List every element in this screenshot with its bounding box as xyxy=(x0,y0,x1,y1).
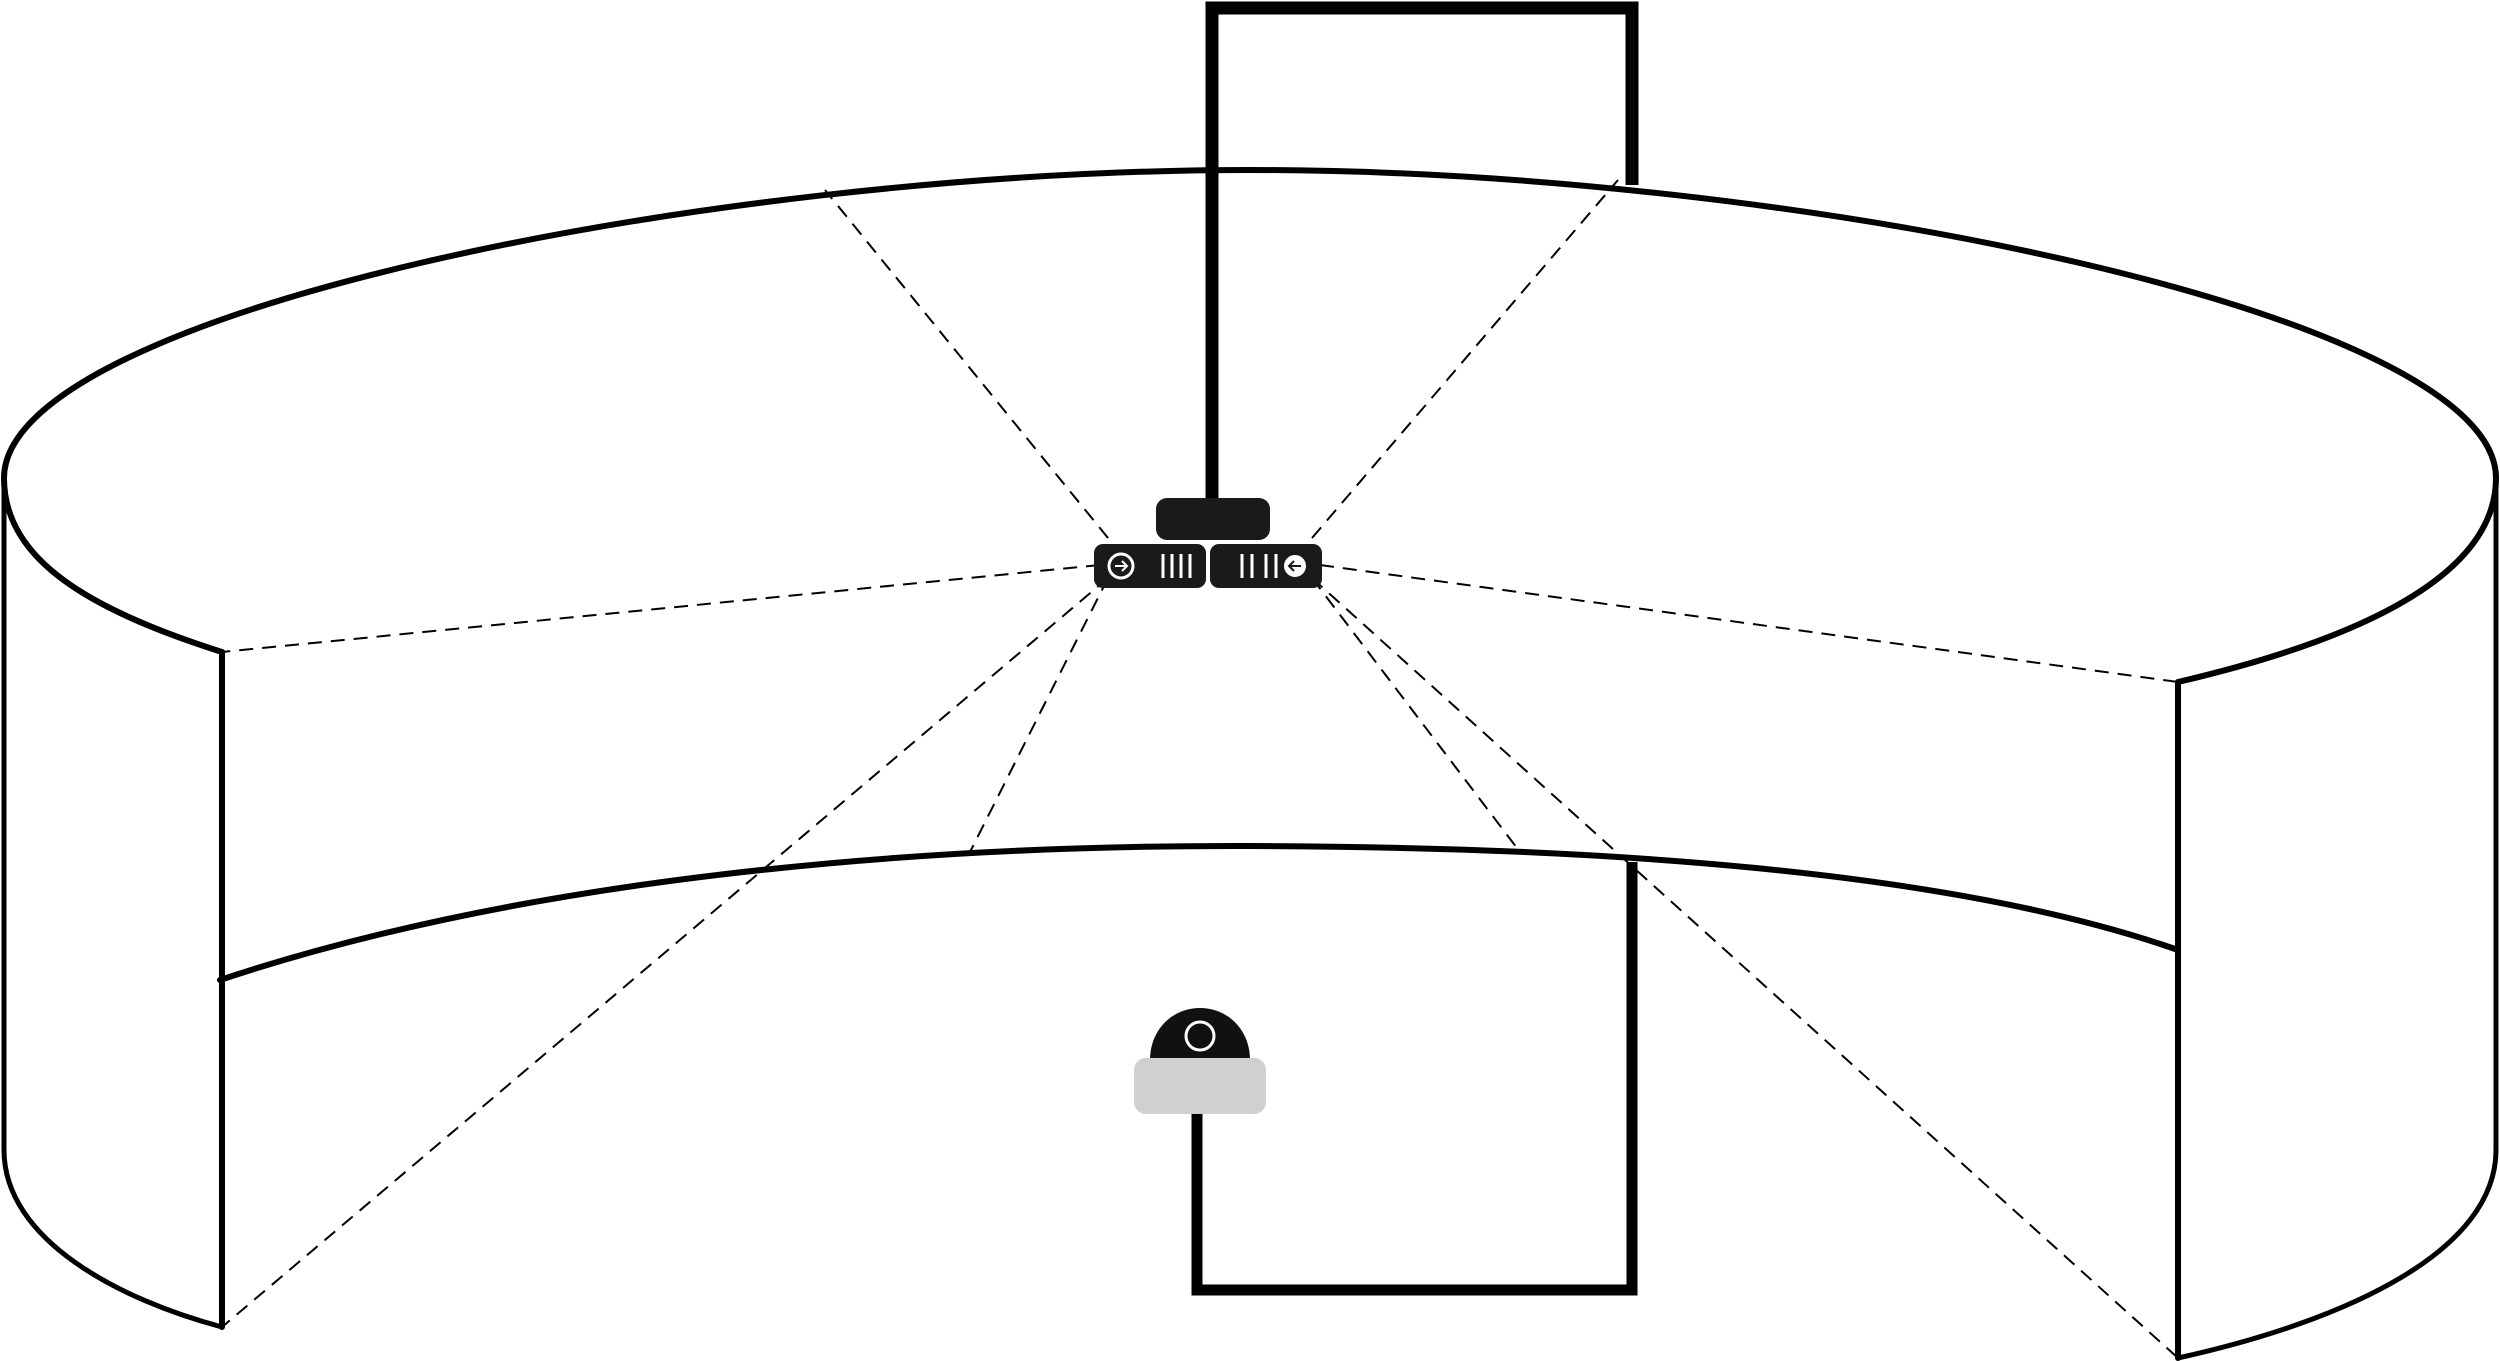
projector-mount-icon xyxy=(1156,498,1270,540)
cabling xyxy=(1191,1,1639,1296)
beam-right-to-back-right xyxy=(1311,179,1619,539)
projection-beams xyxy=(221,179,2179,1359)
beam-left-to-back-left xyxy=(824,189,1109,539)
screen-top-rim-right-front xyxy=(2175,475,2499,685)
projector-rig xyxy=(1094,498,1322,588)
screen-inner-bottom-edge xyxy=(217,842,2181,983)
dome-camera-icon xyxy=(1134,1008,1266,1114)
camera-cable xyxy=(1191,862,1638,1296)
ceiling-mount-cable xyxy=(1205,1,1639,515)
beam-right-to-right-edge xyxy=(1319,564,2179,683)
beam-right-to-floor-right xyxy=(1311,577,1521,853)
beam-left-to-floor-center xyxy=(969,577,1109,853)
cylindrical-screen xyxy=(1,167,2499,1361)
beam-left-to-left-edge xyxy=(221,564,1101,653)
projector-left-vents xyxy=(1161,554,1192,578)
camera-lens xyxy=(1184,1020,1216,1052)
screen-outer-right-side xyxy=(2175,475,2499,1361)
screen-top-rim xyxy=(1,167,2499,655)
beam-right-to-right-bottom xyxy=(1311,577,2179,1359)
camera-base xyxy=(1134,1058,1266,1114)
screen-outer-left-side xyxy=(1,475,225,1330)
camera-dome xyxy=(1150,1008,1250,1060)
projector-icon xyxy=(1094,544,1206,588)
projector-left-lens-arrow xyxy=(1115,560,1129,572)
projector-right-lens-arrow xyxy=(1287,560,1301,572)
beam-left-to-left-bottom xyxy=(221,577,1109,1328)
projector-right-vents xyxy=(1240,554,1278,578)
projector-icon xyxy=(1210,544,1322,588)
